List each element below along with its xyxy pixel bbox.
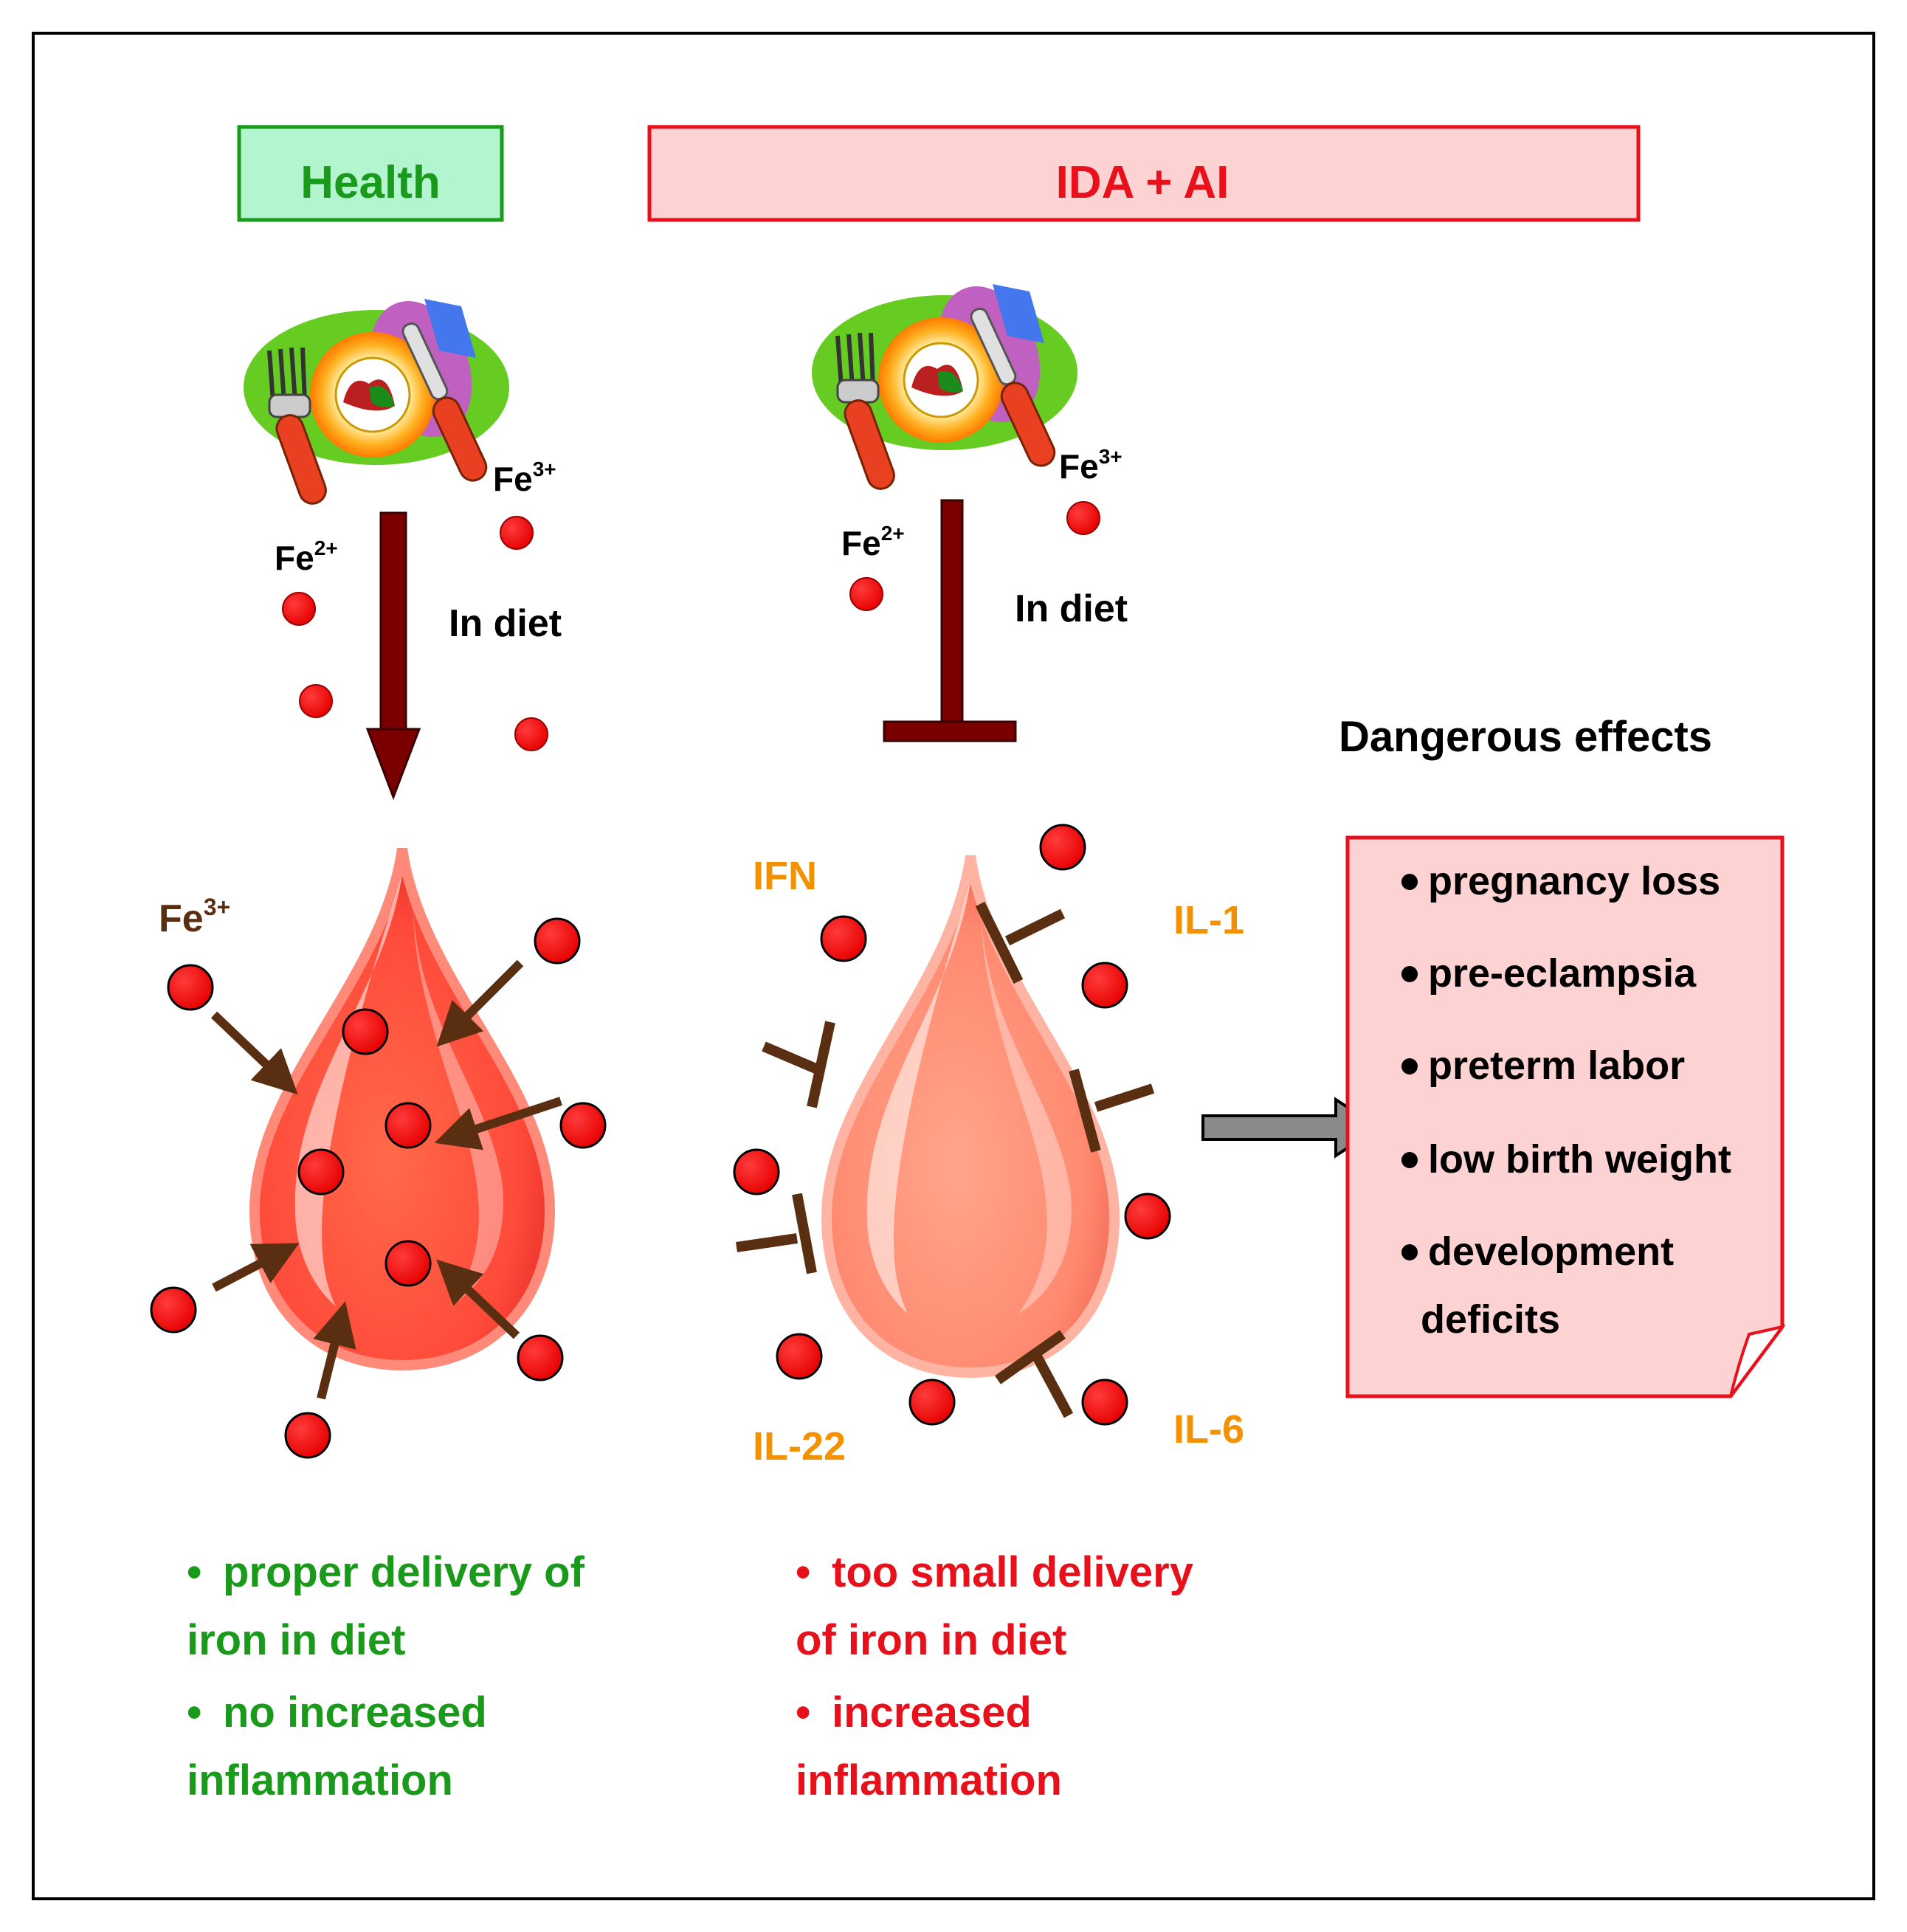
- health-outside-iron-dot: [517, 1334, 564, 1381]
- effect-item: deficits: [1421, 1297, 1560, 1342]
- summary-line: no increased: [223, 1688, 487, 1736]
- uptake-arrow: [212, 1243, 300, 1292]
- ida-header-box: [647, 125, 1641, 222]
- health-fe3-label: Fe3+: [493, 458, 556, 498]
- ida-fe3-label: Fe3+: [1059, 445, 1123, 486]
- plate-health-icon: [244, 286, 509, 507]
- dangerous-effects-page-curl: [1729, 1324, 1786, 1398]
- summary-line: inflammation: [187, 1756, 453, 1804]
- dangerous-effects-box: [1345, 835, 1784, 1398]
- inhibition-mark: [994, 1330, 1074, 1418]
- ida-delivery-block: [883, 499, 1017, 742]
- uptake-arrow: [436, 1259, 520, 1339]
- health-diet-iron-dot: [514, 717, 548, 751]
- inhibition-mark: [735, 1193, 817, 1274]
- health-in-diet-label: In diet: [449, 602, 562, 645]
- ida-outside-iron-dot: [1124, 1193, 1171, 1240]
- summary-bullet: •: [796, 1548, 810, 1596]
- health-outside-iron-dot: [559, 1102, 607, 1149]
- inhibition-mark: [975, 901, 1066, 984]
- uptake-arrow: [210, 1011, 298, 1095]
- health-drop-iron-dot: [342, 1008, 389, 1055]
- health-uptake-arrows: [210, 959, 562, 1400]
- ida-diet-iron-dot: [1066, 501, 1100, 535]
- health-outside-iron-dot: [284, 1412, 331, 1459]
- health-diet-iron-dot: [299, 684, 333, 718]
- health-drop-iron-dot: [384, 1102, 432, 1149]
- summary-bullet: •: [187, 1688, 201, 1736]
- ida-inhibition-marks: [735, 901, 1155, 1418]
- ida-blood-drop: [821, 855, 1120, 1379]
- ida-outside-iron-dot: [1081, 962, 1128, 1009]
- health-delivery-arrow: [365, 511, 421, 801]
- uptake-arrow: [434, 1097, 562, 1150]
- effect-bullet: [1401, 966, 1418, 982]
- health-fe2-label: Fe2+: [275, 537, 338, 577]
- outer-frame: [32, 32, 1875, 1900]
- cytokine-ifn-label: IFN: [753, 854, 817, 898]
- ida-in-diet-label: In diet: [1015, 587, 1128, 630]
- health-outside-iron-dot: [534, 917, 581, 965]
- effect-bullet: [1401, 874, 1418, 890]
- ida-outside-iron-dot: [776, 1333, 823, 1380]
- effect-bullet: [1401, 1152, 1418, 1168]
- health-summary: • proper delivery of iron in diet • no i…: [187, 1548, 585, 1804]
- summary-line: of iron in diet: [796, 1616, 1066, 1664]
- health-blood-fe3-label: Fe3+: [159, 894, 230, 940]
- health-drop-iron-dot: [297, 1148, 345, 1196]
- summary-line: proper delivery of: [223, 1548, 585, 1596]
- summary-line: iron in diet: [187, 1616, 405, 1664]
- cytokine-il6-label: IL-6: [1173, 1407, 1244, 1452]
- effect-item: low birth weight: [1428, 1137, 1731, 1181]
- summary-bullet: •: [187, 1548, 201, 1596]
- ida-header-title: IDA + AI: [1056, 157, 1230, 208]
- ida-outside-iron-dot: [1081, 1379, 1128, 1426]
- cytokine-il1-label: IL-1: [1173, 898, 1244, 942]
- summary-bullet: •: [796, 1688, 810, 1736]
- health-drop-iron-dot: [384, 1240, 432, 1287]
- summary-line: inflammation: [796, 1756, 1062, 1804]
- ida-outside-iron-dot: [1039, 824, 1086, 871]
- ida-fe2-label: Fe2+: [841, 522, 905, 562]
- summary-line: too small delivery: [832, 1548, 1193, 1596]
- effect-item: pregnancy loss: [1428, 859, 1720, 903]
- health-outside-iron-dot: [150, 1286, 197, 1334]
- health-outside-iron-dot: [167, 964, 214, 1011]
- effect-bullet: [1401, 1244, 1418, 1260]
- health-diet-iron-dot: [500, 516, 534, 550]
- ida-summary: • too small delivery of iron in diet • i…: [796, 1548, 1193, 1804]
- effect-item: pre-eclampsia: [1428, 951, 1697, 996]
- effect-item: development: [1428, 1229, 1674, 1274]
- health-diet-iron-dot: [282, 592, 316, 626]
- uptake-arrow: [313, 1301, 356, 1400]
- health-header-title: Health: [300, 157, 440, 208]
- ida-diet-iron-dot: [849, 577, 883, 611]
- ida-outside-iron-dot: [733, 1148, 780, 1196]
- cytokine-il22-label: IL-22: [753, 1424, 846, 1469]
- ida-outside-iron-dot: [820, 915, 867, 962]
- effect-item: preterm labor: [1428, 1043, 1685, 1088]
- ida-outside-iron-dot: [908, 1379, 956, 1426]
- effect-bullet: [1401, 1058, 1418, 1074]
- plate-ida-icon: [812, 272, 1077, 492]
- inhibition-mark: [1069, 1069, 1155, 1153]
- dangerous-effects-title: Dangerous effects: [1339, 713, 1712, 761]
- inhibition-mark: [762, 1021, 835, 1108]
- summary-line: increased: [832, 1688, 1032, 1736]
- health-header-box: [237, 125, 504, 222]
- uptake-arrow: [436, 959, 524, 1047]
